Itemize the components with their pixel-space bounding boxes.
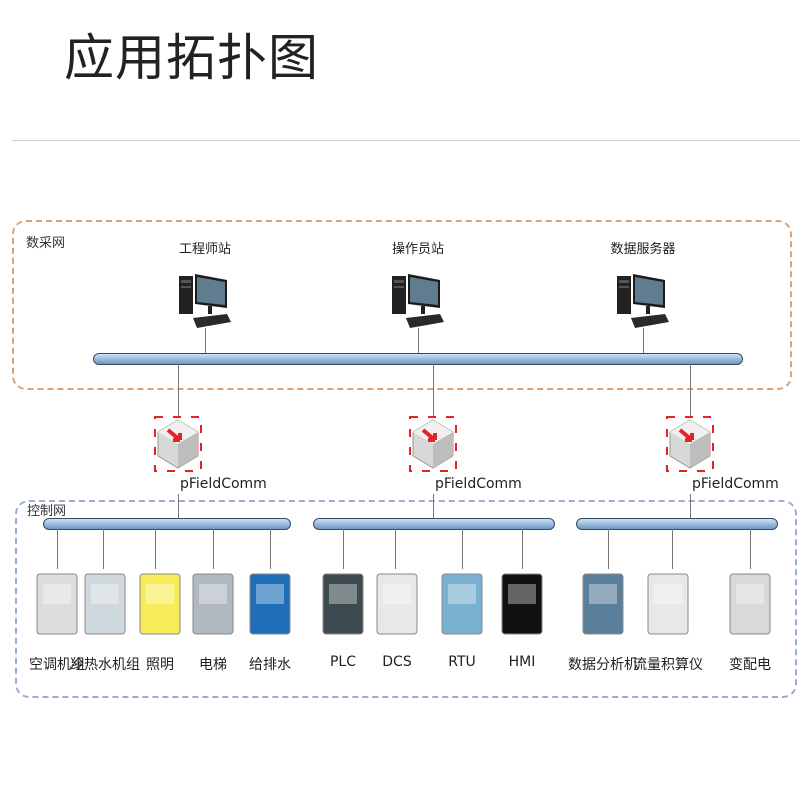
- upper-bus: [93, 353, 743, 365]
- connector-line: [522, 529, 523, 569]
- gateway-icon: [154, 416, 202, 472]
- page-title: 应用拓扑图: [64, 29, 319, 87]
- connector-line: [750, 529, 751, 569]
- connector-line: [433, 494, 434, 518]
- device-label: 给排水: [249, 657, 291, 673]
- connector-line: [205, 328, 206, 353]
- connector-line: [178, 364, 179, 418]
- connector-line: [395, 529, 396, 569]
- gateway-icon: [409, 416, 457, 472]
- connector-line: [418, 328, 419, 353]
- connector-line: [643, 328, 644, 353]
- computer-icon: [390, 270, 446, 330]
- device-label: 冷热水机组: [70, 657, 140, 673]
- connector-line: [178, 494, 179, 518]
- station-label: 操作员站: [391, 242, 445, 257]
- lower-bus-2: [313, 518, 555, 530]
- connector-line: [57, 529, 58, 569]
- connector-line: [213, 529, 214, 569]
- lower-bus-1: [43, 518, 291, 530]
- computer-icon: [177, 270, 233, 330]
- device-icon: [577, 570, 629, 638]
- zone-label: 控制网: [27, 504, 67, 519]
- device-label: 变配电: [729, 657, 771, 673]
- device-icon: [642, 570, 694, 638]
- connector-line: [270, 529, 271, 569]
- connector-line: [343, 529, 344, 569]
- data-acquisition-network-zone: 数采网: [12, 220, 792, 390]
- computer-icon: [615, 270, 671, 330]
- connector-line: [672, 529, 673, 569]
- device-icon: [371, 570, 423, 638]
- gateway-label: pFieldComm: [435, 476, 522, 492]
- device-icon: [187, 570, 239, 638]
- connector-line: [103, 529, 104, 569]
- device-label: 流量积算仪: [633, 657, 703, 673]
- device-icon: [244, 570, 296, 638]
- device-icon: [496, 570, 548, 638]
- device-icon: [724, 570, 776, 638]
- device-icon: [31, 570, 83, 638]
- station-label: 数据服务器: [610, 242, 676, 257]
- gateway-label: pFieldComm: [692, 476, 779, 492]
- device-label: PLC: [329, 654, 357, 670]
- device-icon: [436, 570, 488, 638]
- divider: [12, 140, 800, 141]
- gateway-icon: [666, 416, 714, 472]
- device-label: 电梯: [199, 657, 227, 673]
- gateway-label: pFieldComm: [180, 476, 267, 492]
- connector-line: [690, 494, 691, 518]
- connector-line: [462, 529, 463, 569]
- station-label: 工程师站: [178, 242, 232, 257]
- device-icon: [317, 570, 369, 638]
- device-label: HMI: [508, 654, 536, 670]
- device-icon: [79, 570, 131, 638]
- device-label: RTU: [448, 654, 476, 670]
- device-label: 照明: [146, 657, 174, 673]
- lower-bus-3: [576, 518, 778, 530]
- connector-line: [433, 364, 434, 418]
- device-icon: [134, 570, 186, 638]
- connector-line: [690, 364, 691, 418]
- connector-line: [155, 529, 156, 569]
- device-label: 空调机组: [29, 657, 85, 673]
- device-label: DCS: [382, 654, 412, 670]
- device-label: 数据分析机: [568, 657, 638, 673]
- connector-line: [608, 529, 609, 569]
- control-network-zone: 控制网: [15, 500, 797, 698]
- zone-label: 数采网: [26, 236, 66, 251]
